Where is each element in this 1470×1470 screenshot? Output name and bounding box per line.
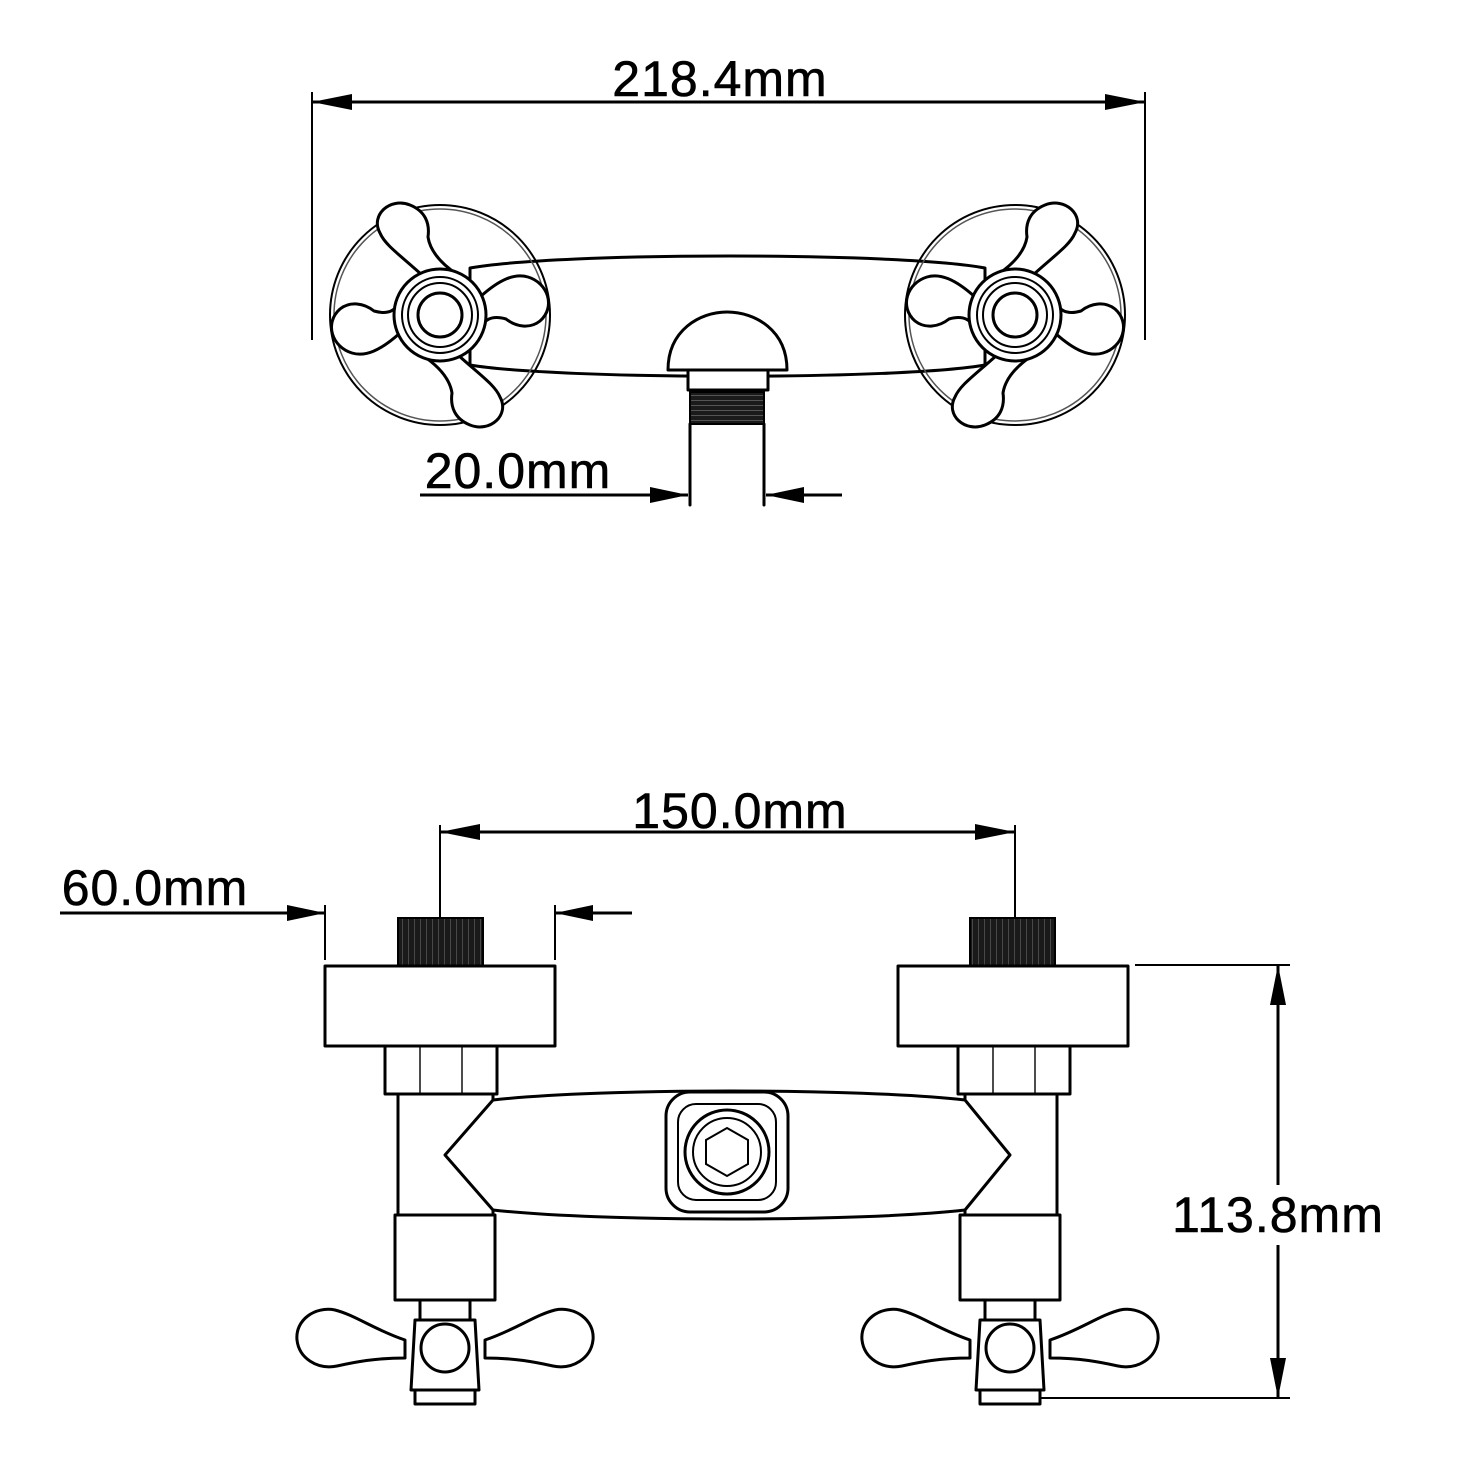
left-inlet-thread — [397, 917, 484, 967]
right-hex-nut — [956, 1044, 1072, 1096]
top-outlet-label: 20.0mm — [425, 443, 612, 499]
left-cross-handle-front — [295, 1307, 595, 1406]
left-flange — [323, 964, 557, 1048]
top-outlet-dome — [666, 310, 789, 372]
hex-socket-icon — [705, 1126, 749, 1178]
front-flange-label: 60.0mm — [62, 860, 249, 916]
front-height-label: 113.8mm — [1172, 1187, 1384, 1243]
right-cross-handle-front — [860, 1307, 1160, 1406]
front-centers-label: 150.0mm — [632, 783, 847, 839]
right-cross-handle-top — [903, 201, 1127, 429]
left-hex-nut — [383, 1044, 499, 1096]
top-width-label: 218.4mm — [612, 51, 827, 107]
left-cross-handle-top — [328, 201, 552, 429]
right-flange — [896, 964, 1130, 1048]
top-view: 218.4mm 20.0mm — [311, 51, 1146, 507]
top-outlet-thread — [689, 391, 765, 425]
front-view: 150.0mm 60.0mm 113.8mm — [60, 783, 1395, 1406]
right-inlet-thread — [969, 917, 1056, 967]
